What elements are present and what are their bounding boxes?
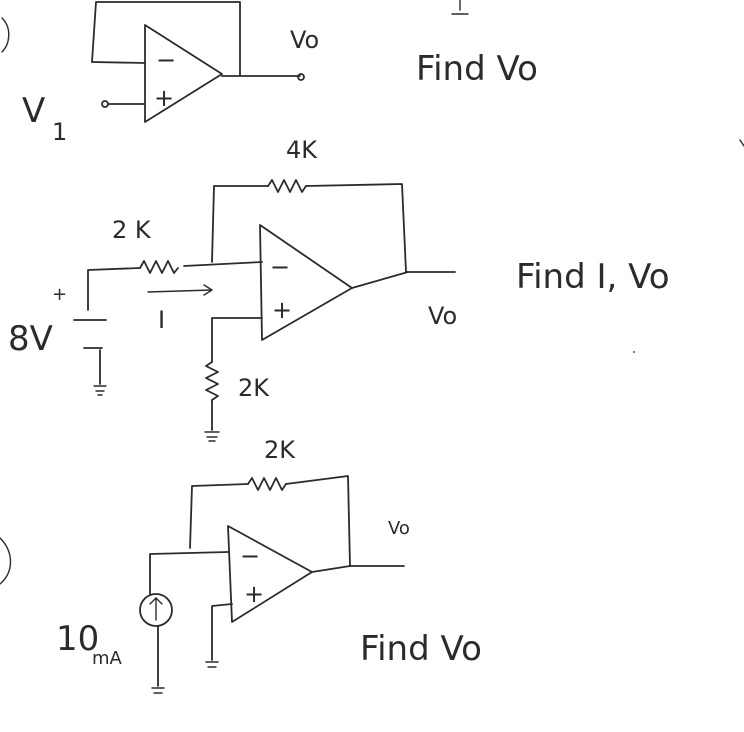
current-arrowhead-b bbox=[203, 284, 213, 296]
feedback-resistor-label-b: 4K bbox=[286, 136, 318, 164]
input-resistor-b bbox=[139, 260, 179, 274]
noninverting-wire-b bbox=[211, 317, 263, 363]
source-voltage-label-b: 8V bbox=[8, 319, 53, 359]
minus-terminal-b: − bbox=[270, 253, 290, 281]
plus-terminal-a: + bbox=[154, 84, 174, 112]
feedback-resistor-c bbox=[247, 477, 287, 491]
feedback-wire-right-b bbox=[305, 183, 407, 273]
output-wire-c bbox=[311, 565, 351, 573]
minus-terminal-a: − bbox=[156, 46, 176, 74]
feedback-wire-left-b bbox=[211, 185, 269, 263]
plus-terminal-b: + bbox=[272, 296, 292, 324]
current-arrow-b bbox=[147, 289, 213, 293]
circuit-c: 2K − + Vo 10 mA Find Vo bbox=[0, 436, 482, 694]
ground-resistor-b bbox=[205, 361, 219, 401]
input-label-a: V bbox=[22, 91, 45, 131]
inverting-input-wire-c bbox=[149, 551, 229, 595]
current-source-c bbox=[139, 593, 173, 627]
problem-bracket-a bbox=[1, 17, 10, 53]
stray-dot bbox=[633, 351, 635, 353]
feedback-wire-a bbox=[91, 1, 241, 76]
source-current-unit-c: mA bbox=[92, 648, 123, 669]
output-label-b: Vo bbox=[428, 302, 457, 330]
current-source-arrowhead-c bbox=[149, 597, 163, 605]
minus-terminal-c: − bbox=[240, 542, 260, 570]
input-resistor-label-b: 2 K bbox=[112, 216, 152, 244]
circuit-b: 4K − + Vo 2 K I + 8V bbox=[8, 136, 670, 442]
inverting-input-wire-a bbox=[91, 61, 146, 64]
stray-mark-1 bbox=[739, 139, 744, 147]
feedback-resistor-b bbox=[267, 179, 307, 193]
output-label-c: Vo bbox=[388, 518, 410, 539]
feedback-resistor-label-c: 2K bbox=[264, 436, 296, 464]
circuit-a: − + Vo V 1 Find Vo bbox=[1, 0, 538, 146]
current-label-b: I bbox=[158, 306, 165, 334]
input-wire-left-b bbox=[87, 267, 141, 311]
plus-terminal-c: + bbox=[244, 580, 264, 608]
source-current-value-c: 10 bbox=[56, 619, 99, 659]
op-amp-a bbox=[144, 24, 223, 123]
op-amp-b bbox=[259, 224, 353, 341]
prompt-b: Find I, Vo bbox=[516, 257, 670, 297]
problem-bracket-c bbox=[0, 537, 12, 585]
input-subscript-a: 1 bbox=[52, 118, 67, 146]
output-terminal-a bbox=[297, 73, 305, 81]
input-wire-right-b bbox=[183, 261, 263, 267]
feedback-wire-right-c bbox=[285, 475, 351, 567]
op-amp-c bbox=[227, 525, 313, 623]
output-label-a: Vo bbox=[290, 26, 319, 54]
ground-resistor-label-b: 2K bbox=[238, 374, 270, 402]
feedback-wire-left-c bbox=[189, 483, 249, 549]
output-wire-b bbox=[351, 271, 409, 289]
noninverting-wire-c bbox=[211, 603, 233, 661]
source-plus-b: + bbox=[52, 284, 67, 305]
prompt-a: Find Vo bbox=[416, 49, 538, 89]
prompt-c: Find Vo bbox=[360, 629, 482, 669]
